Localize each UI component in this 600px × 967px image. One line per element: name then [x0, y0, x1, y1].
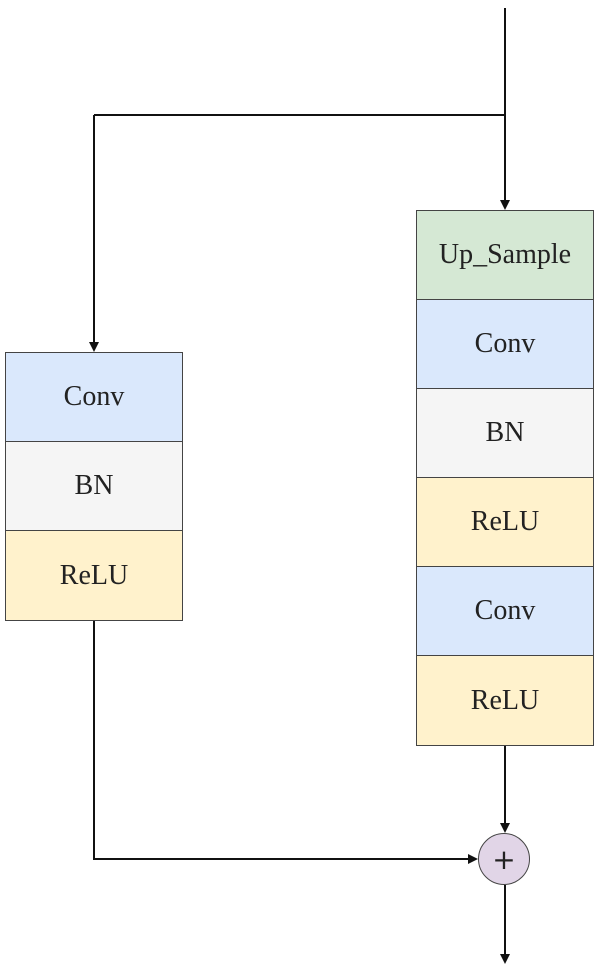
right-conv-block-2: Conv: [417, 567, 593, 656]
right-relu-block-1: ReLU: [417, 478, 593, 567]
left-output-line: [93, 619, 478, 864]
up-sample-block: Up_Sample: [417, 211, 593, 300]
right-relu-block-2: ReLU: [417, 656, 593, 745]
left-branch-stack: Conv BN ReLU: [5, 352, 183, 621]
right-bn-block: BN: [417, 389, 593, 478]
right-branch-stack: Up_Sample Conv BN ReLU Conv ReLU: [416, 210, 594, 746]
left-relu-block: ReLU: [6, 531, 182, 620]
left-bn-block: BN: [6, 442, 182, 531]
left-conv-block: Conv: [6, 353, 182, 442]
add-node: +: [478, 833, 530, 885]
right-conv-block-1: Conv: [417, 300, 593, 389]
